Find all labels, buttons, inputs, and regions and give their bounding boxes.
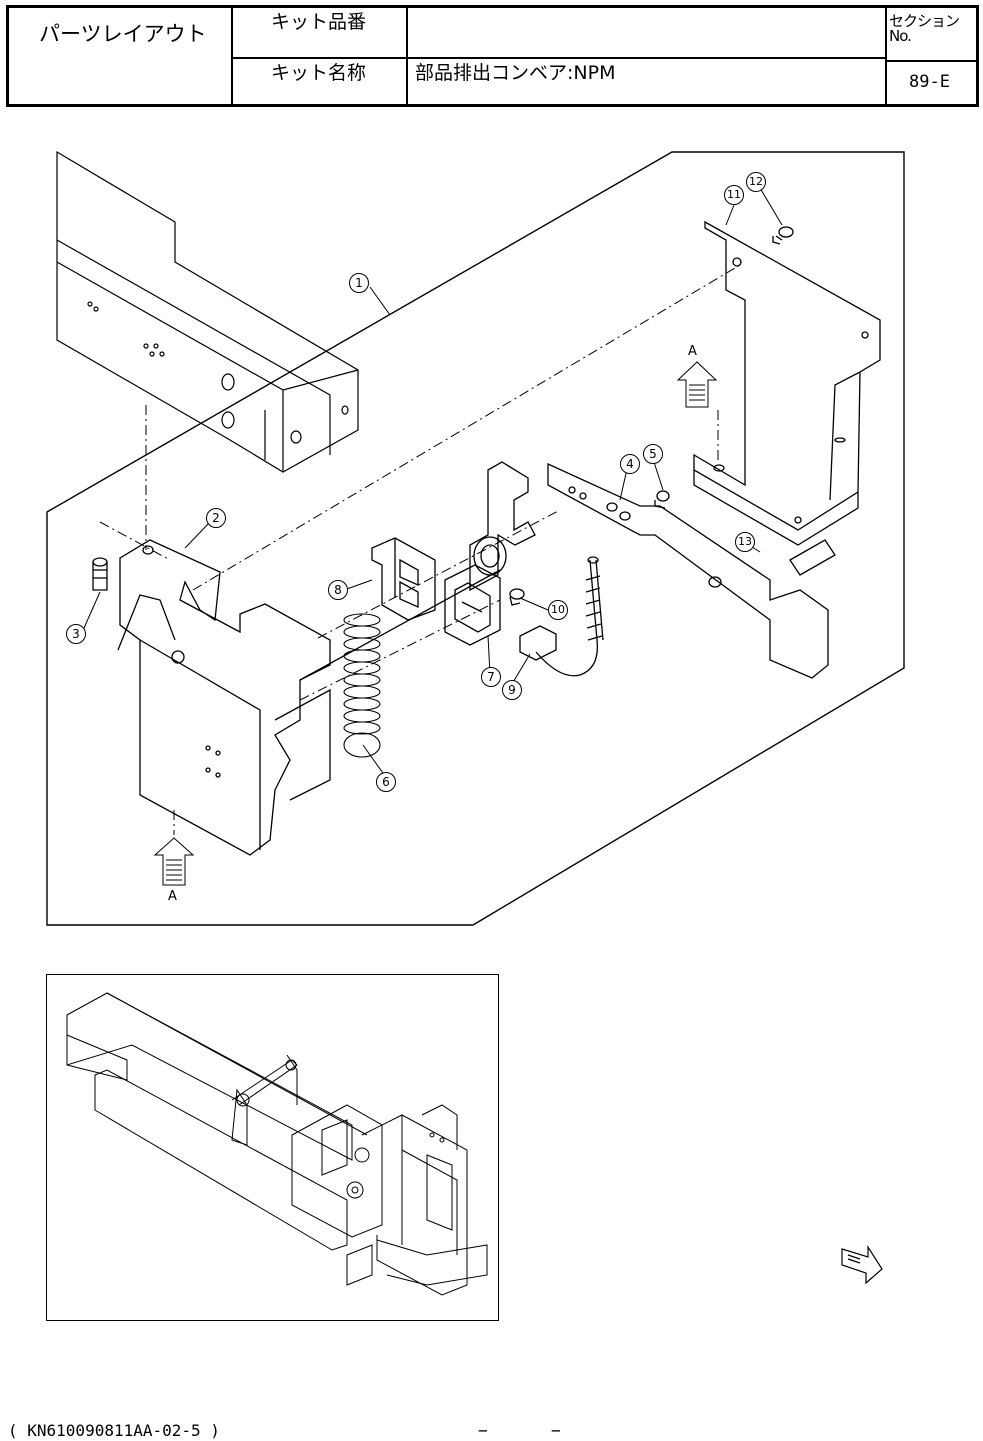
callout-7: 7 bbox=[481, 667, 501, 687]
sensor-bracket-part bbox=[445, 462, 535, 645]
stopper-part bbox=[790, 540, 835, 575]
view-label-a: A bbox=[688, 344, 697, 359]
arm-part bbox=[548, 464, 828, 678]
base-plate-part bbox=[118, 540, 500, 855]
bracket-part bbox=[694, 222, 880, 545]
rail-part bbox=[57, 152, 358, 472]
view-arrow-a bbox=[155, 838, 193, 885]
spring-part bbox=[344, 614, 380, 757]
view-label-a: A bbox=[168, 889, 177, 904]
document-code: ( KN610090811AA-02-5 ) bbox=[8, 1421, 220, 1440]
callout-6: 6 bbox=[376, 772, 396, 792]
direction-arrow-icon bbox=[838, 1243, 888, 1288]
callout-13: 13 bbox=[735, 532, 755, 552]
callout-8: 8 bbox=[328, 580, 348, 600]
callout-9: 9 bbox=[502, 680, 522, 700]
assembly-overview-box bbox=[46, 974, 499, 1321]
page-dash-left: − bbox=[478, 1421, 488, 1440]
callout-2: 2 bbox=[206, 508, 226, 528]
callout-12: 12 bbox=[746, 172, 766, 192]
callout-1: 1 bbox=[349, 273, 369, 293]
callout-5: 5 bbox=[643, 444, 663, 464]
callout-4: 4 bbox=[620, 454, 640, 474]
construction-line bbox=[100, 265, 740, 835]
callout-10: 10 bbox=[548, 600, 568, 620]
callout-11: 11 bbox=[724, 185, 744, 205]
callout-leaders bbox=[84, 188, 782, 776]
screw-part bbox=[510, 589, 524, 605]
sensor-part bbox=[372, 538, 435, 620]
screw-part bbox=[773, 227, 793, 244]
callout-3: 3 bbox=[66, 624, 86, 644]
page-dash-right: − bbox=[551, 1421, 561, 1440]
screw-part bbox=[93, 558, 107, 590]
diagram-frame bbox=[47, 152, 904, 925]
view-arrow-a bbox=[678, 362, 716, 407]
assembly-overview-drawing bbox=[47, 975, 498, 1320]
